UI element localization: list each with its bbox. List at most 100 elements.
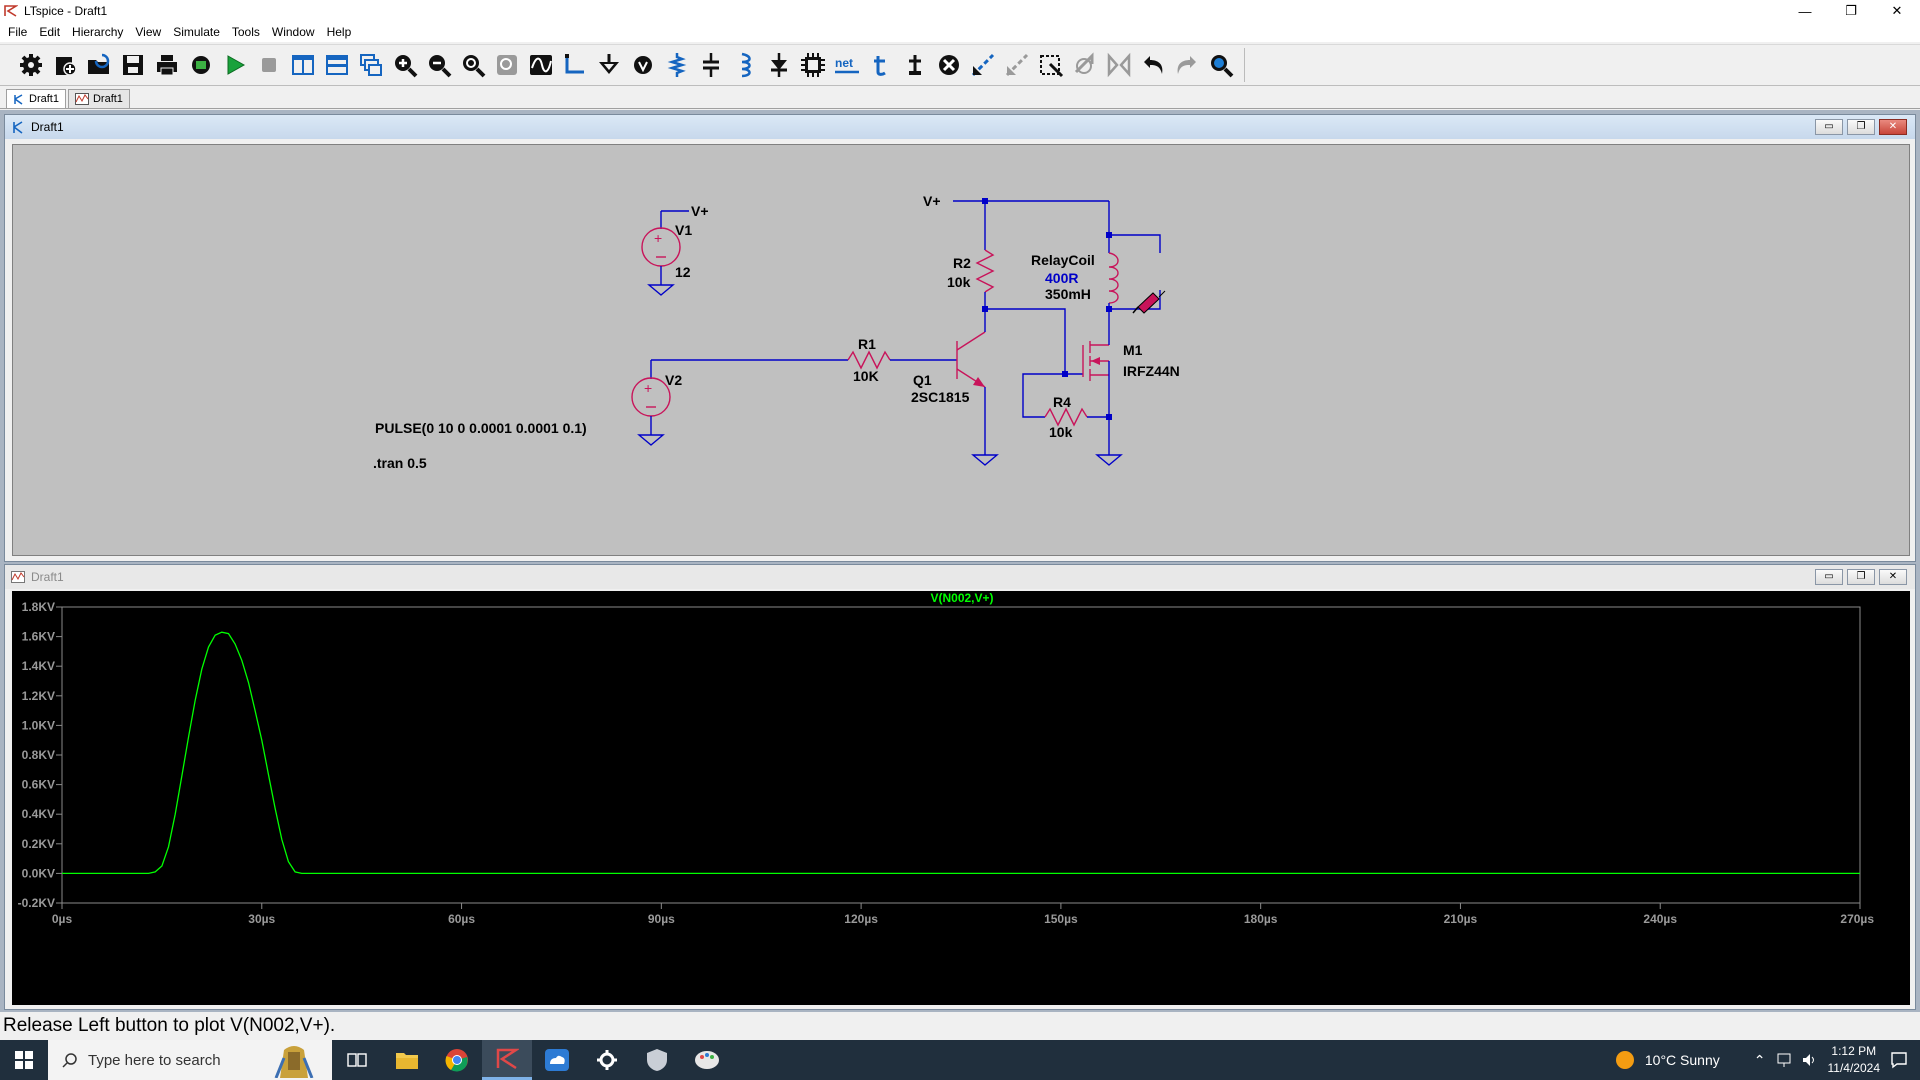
tile-vertical-icon (292, 55, 314, 75)
tile-horizontal-button[interactable] (320, 48, 354, 82)
open-button[interactable] (82, 48, 116, 82)
redo-button[interactable] (1170, 48, 1204, 82)
m1-mosfet[interactable]: M1 IRFZ44N (1065, 309, 1180, 417)
q1-transistor[interactable]: Q1 2SC1815 (911, 331, 986, 405)
rotate-button[interactable] (1068, 48, 1102, 82)
mirror-button[interactable] (1102, 48, 1136, 82)
weather-text[interactable]: 10°C Sunny (1644, 1052, 1720, 1068)
component-button[interactable] (796, 48, 830, 82)
zoom-fit-button[interactable] (456, 48, 490, 82)
minimize-button[interactable]: — (1798, 3, 1812, 19)
tile-vertical-button[interactable] (286, 48, 320, 82)
taskbar-shield-app[interactable] (632, 1040, 682, 1080)
close-button[interactable]: ✕ (1891, 3, 1903, 18)
print-button[interactable] (150, 48, 184, 82)
schematic-window: Draft1 ▭ ❐ ✕ .w{stroke:#0000c8;stroke-wi… (4, 114, 1916, 562)
menu-help[interactable]: Help (326, 25, 352, 39)
waveform-chart[interactable]: V(N002,V+)1.8KV1.6KV1.4KV1.2KV1.0KV0.8KV… (12, 591, 1910, 1005)
find-button[interactable] (1204, 48, 1238, 82)
network-icon[interactable] (1776, 1052, 1792, 1068)
resistor-icon (667, 53, 687, 77)
r2-resistor[interactable]: R2 10k (947, 249, 995, 293)
chevron-up-icon[interactable]: ⌃ (1753, 1051, 1766, 1068)
schematic-window-titlebar[interactable]: Draft1 (5, 115, 1915, 139)
menu-view[interactable]: View (135, 25, 162, 39)
taskbar-settings[interactable] (582, 1040, 632, 1080)
taskbar-paint-app[interactable] (682, 1040, 732, 1080)
tab-schematic-draft1[interactable]: Draft1 (6, 89, 66, 108)
move-button[interactable] (1000, 48, 1034, 82)
control-panel-button[interactable] (184, 48, 218, 82)
run-button[interactable] (218, 48, 252, 82)
waveform-button[interactable] (524, 48, 558, 82)
halt-button[interactable] (252, 48, 286, 82)
voltage-source-button[interactable] (626, 48, 660, 82)
taskbar-app-cloud[interactable] (532, 1040, 582, 1080)
ltspice-icon (496, 1048, 519, 1069)
zoom-out-button[interactable] (422, 48, 456, 82)
y-tick-label: -0.2KV (18, 896, 55, 910)
cascade-button[interactable] (354, 48, 388, 82)
wire-button[interactable] (558, 48, 592, 82)
taskbar-chrome[interactable] (432, 1040, 482, 1080)
notification-icon[interactable] (1890, 1051, 1908, 1069)
new-schematic-button[interactable] (48, 48, 82, 82)
relay-coil-inductor[interactable]: RelayCoil 400R 350mH (1031, 235, 1119, 309)
schematic-canvas[interactable]: .w{stroke:#0000c8;stroke-width:1.4;fill:… (12, 144, 1910, 556)
r1-name: R1 (858, 336, 876, 352)
schematic-drawing[interactable]: .w{stroke:#0000c8;stroke-width:1.4;fill:… (13, 145, 1911, 557)
resistor-button[interactable] (660, 48, 694, 82)
delete-button[interactable] (932, 48, 966, 82)
zoom-in-button[interactable] (388, 48, 422, 82)
series-line (62, 631, 1860, 875)
probe-cursor-icon (1132, 290, 1166, 314)
child-minimize-button[interactable]: ▭ (1815, 569, 1843, 585)
child-close-button[interactable]: ✕ (1879, 569, 1907, 585)
menu-edit[interactable]: Edit (39, 25, 61, 39)
plus-sign: + (654, 230, 662, 246)
clock[interactable]: 1:12 PM 11/4/2024 (1828, 1043, 1881, 1077)
text-button[interactable] (864, 48, 898, 82)
undo-button[interactable] (1136, 48, 1170, 82)
child-minimize-button[interactable]: ▭ (1815, 119, 1843, 135)
inductor-button[interactable] (728, 48, 762, 82)
v2-source[interactable]: + V2 (631, 360, 682, 446)
child-restore-button[interactable]: ❐ (1847, 569, 1875, 585)
label-net-icon: net (835, 56, 859, 74)
r1-resistor[interactable]: R1 10K (847, 336, 891, 384)
taskbar-file-explorer[interactable] (382, 1040, 432, 1080)
start-button[interactable] (0, 1040, 48, 1080)
duplicate-button[interactable] (966, 48, 1000, 82)
label-net-button[interactable]: net (830, 48, 864, 82)
zoom-full-button[interactable] (490, 48, 524, 82)
menu-hierarchy[interactable]: Hierarchy (72, 25, 124, 39)
waveform-window-titlebar[interactable]: Draft1 (5, 565, 1915, 589)
taskbar-search-box[interactable]: Type here to search (48, 1040, 332, 1080)
v1-source[interactable]: V+ + V1 12 (641, 203, 709, 296)
capacitor-button[interactable] (694, 48, 728, 82)
v1-name: V1 (675, 222, 692, 238)
menu-simulate[interactable]: Simulate (173, 25, 220, 39)
v2-pulse-value: PULSE(0 10 0 0.0001 0.0001 0.1) (375, 420, 587, 436)
drag-button[interactable] (1034, 48, 1068, 82)
save-button[interactable] (116, 48, 150, 82)
ground-button[interactable] (592, 48, 626, 82)
search-placeholder: Type here to search (88, 1051, 221, 1069)
menu-file[interactable]: File (8, 25, 28, 39)
menu-tools[interactable]: Tools (231, 25, 260, 39)
diode-button[interactable] (762, 48, 796, 82)
child-close-button[interactable]: ✕ (1879, 119, 1907, 135)
wire (985, 308, 1066, 374)
restore-button[interactable]: ❐ (1845, 3, 1857, 18)
child-restore-button[interactable]: ❐ (1847, 119, 1875, 135)
task-view-button[interactable] (332, 1040, 382, 1080)
taskbar-ltspice[interactable] (482, 1040, 532, 1080)
menu-window[interactable]: Window (271, 25, 315, 39)
settings-button[interactable] (14, 48, 48, 82)
drag-icon (1040, 55, 1064, 78)
spice-directive-button[interactable] (898, 48, 932, 82)
tab-waveform-draft1[interactable]: Draft1 (67, 89, 130, 108)
r4-resistor[interactable]: R4 10k (1044, 394, 1088, 440)
volume-icon[interactable] (1802, 1052, 1818, 1068)
